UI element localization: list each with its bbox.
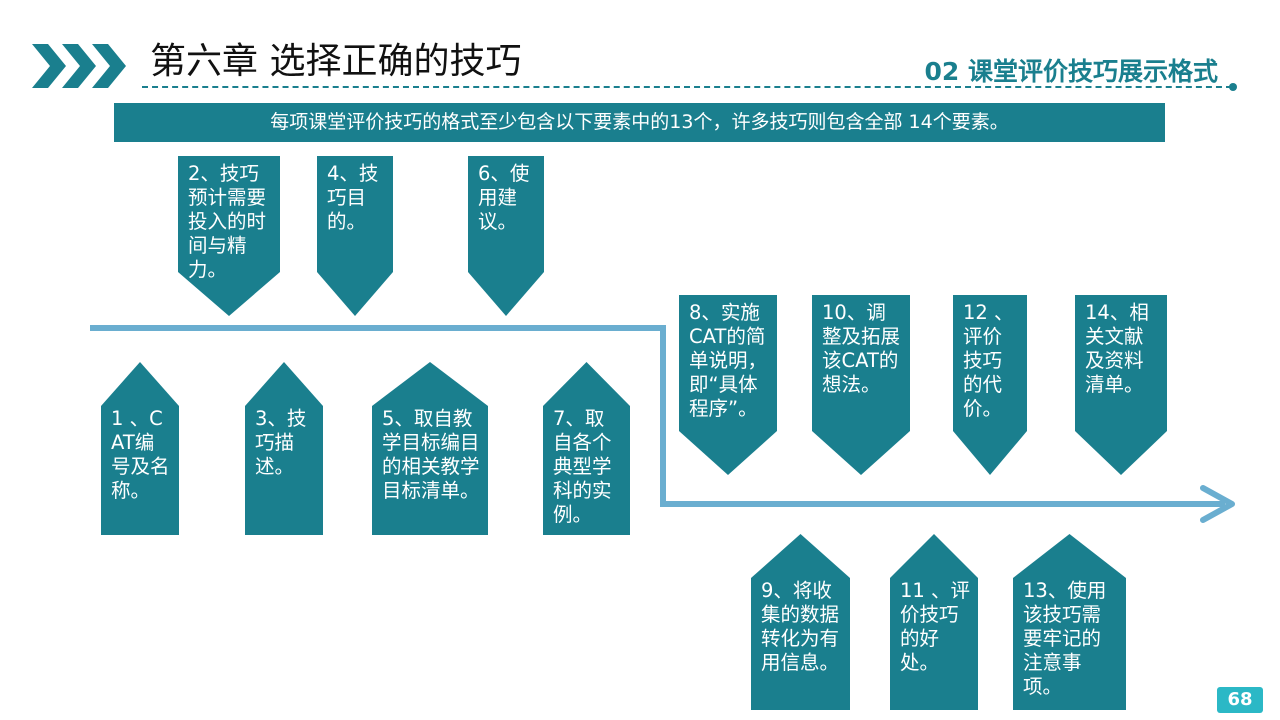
chevron-arrows-icon — [32, 44, 126, 88]
summary-banner: 每项课堂评价技巧的格式至少包含以下要素中的13个，许多技巧则包含全部 14个要素… — [114, 103, 1165, 142]
page-number-badge: 68 — [1217, 687, 1263, 713]
page-title: 第六章 选择正确的技巧 — [150, 41, 522, 82]
header-divider-dot — [1229, 83, 1237, 91]
element-box-13: 13、使用该技巧需要牢记的注意事项。 — [1013, 534, 1126, 710]
element-box-10: 10、调整及拓展该CAT的想法。 — [812, 295, 910, 475]
element-box-2: 2、技巧预计需要投入的时间与精力。 — [178, 156, 280, 316]
header-divider — [142, 86, 1232, 88]
element-box-12: 12 、评价技巧的代价。 — [953, 295, 1027, 475]
element-box-8: 8、实施CAT的简单说明，即“具体程序”。 — [679, 295, 777, 475]
element-box-14: 14、相关文献及资料清单。 — [1075, 295, 1167, 475]
element-box-11: 11 、评价技巧的好处。 — [890, 534, 978, 710]
section-title: 02 课堂评价技巧展示格式 — [924, 57, 1219, 86]
